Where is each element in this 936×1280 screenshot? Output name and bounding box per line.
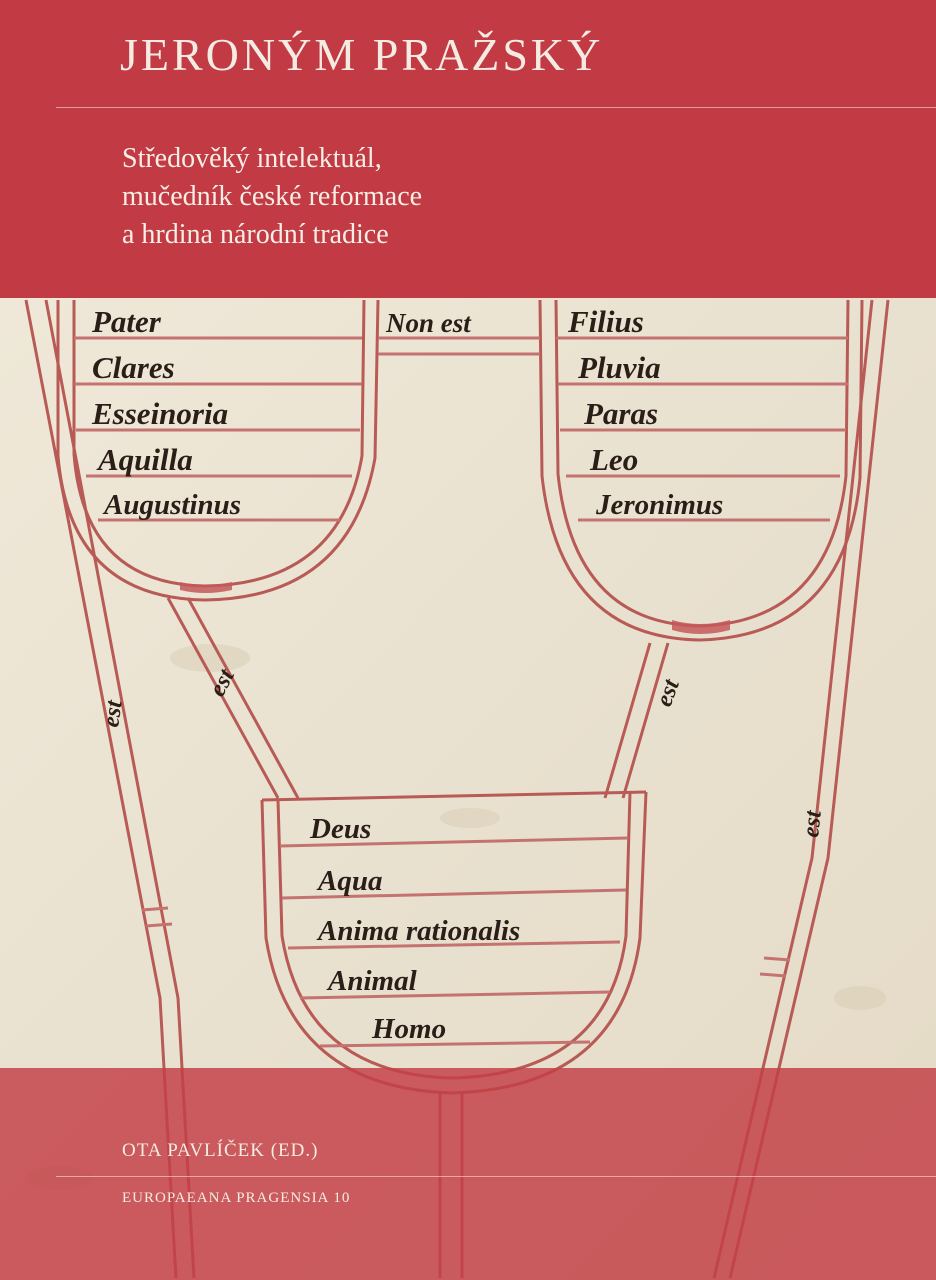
manuscript-word: Clares bbox=[92, 350, 175, 385]
author-divider bbox=[56, 1176, 936, 1177]
manuscript-word: Aqua bbox=[316, 865, 382, 897]
manuscript-word: Animal bbox=[326, 965, 418, 997]
center-label-word: Non est bbox=[385, 308, 472, 338]
manuscript-word: Jeronimus bbox=[595, 489, 723, 521]
subtitle-line: a hrdina národní tradice bbox=[122, 219, 389, 250]
book-title: JERONÝM PRAŽSKÝ bbox=[120, 29, 604, 80]
manuscript-word: est bbox=[98, 697, 128, 728]
manuscript-word: Paras bbox=[583, 396, 658, 431]
manuscript-word: Esseinoria bbox=[91, 396, 228, 431]
manuscript-word: Aquilla bbox=[96, 442, 193, 477]
manuscript-word: Deus bbox=[309, 813, 371, 845]
book-editor: OTA PAVLÍČEK (ED.) bbox=[122, 1140, 319, 1161]
subtitle-line: Středověký intelektuál, bbox=[122, 143, 382, 174]
author-band bbox=[0, 1068, 936, 1280]
manuscript-word: Augustinus bbox=[102, 489, 241, 521]
book-subtitle: Středověký intelektuál, mučedník české r… bbox=[122, 140, 422, 254]
book-series: EUROPAEANA PRAGENSIA 10 bbox=[122, 1190, 351, 1206]
manuscript-word: Pater bbox=[91, 304, 162, 339]
manuscript-word: Pluvia bbox=[577, 350, 661, 385]
manuscript-word: Leo bbox=[589, 442, 638, 477]
bottom-shield-words: Deus Aqua Anima rationalis Animal Homo bbox=[309, 813, 520, 1045]
left-shield-words: Pater Clares Esseinoria Aquilla Augustin… bbox=[91, 304, 241, 521]
manuscript-word: Homo bbox=[371, 1013, 446, 1045]
manuscript-word: Anima rationalis bbox=[316, 915, 520, 947]
title-divider bbox=[56, 107, 936, 108]
manuscript-word: Filius bbox=[567, 304, 644, 339]
title-band: JERONÝM PRAŽSKÝ Středověký intelektuál, … bbox=[0, 0, 936, 298]
subtitle-line: mučedník české reformace bbox=[122, 181, 423, 212]
manuscript-word: est bbox=[798, 808, 827, 839]
right-shield-words: Filius Pluvia Paras Leo Jeronimus bbox=[567, 304, 723, 521]
